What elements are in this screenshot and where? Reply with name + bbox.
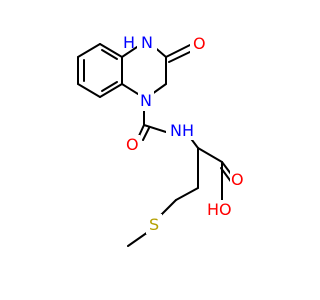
- atom-label: S: [149, 215, 159, 234]
- bond-double-inner: [101, 49, 118, 60]
- atom-hydrogen: H: [182, 121, 194, 140]
- bond: [151, 83, 167, 95]
- atom-o-acid-carbonyl: O: [230, 170, 246, 190]
- atom-label: O: [193, 34, 206, 53]
- atom-o-ketone: O: [190, 34, 206, 54]
- bond-double: [142, 127, 150, 141]
- atom-oh-acid: HO: [206, 200, 238, 220]
- atom-label: N: [140, 91, 152, 110]
- bond: [77, 43, 101, 58]
- structure-canvas: N H O N N H O O HO S: [77, 32, 246, 247]
- atom-nh-amide: N H: [166, 120, 200, 140]
- bond: [99, 83, 123, 98]
- bond: [175, 187, 199, 201]
- bond-double-inner: [101, 81, 118, 92]
- atom-label: N: [170, 121, 182, 140]
- bond: [127, 231, 149, 247]
- bond: [77, 83, 101, 98]
- atom-o-amide: O: [124, 135, 140, 155]
- molecule-diagram: N H O N N H O O HO S: [77, 32, 246, 247]
- benzene-ring: [77, 43, 123, 98]
- atom-label: N: [141, 33, 153, 52]
- bond: [99, 43, 123, 58]
- methionine-backbone: [127, 147, 235, 247]
- lactam-ring: [121, 44, 193, 95]
- bond-double: [168, 50, 193, 63]
- atom-label: HO: [207, 200, 232, 219]
- atom-label: O: [126, 135, 139, 154]
- bond-double: [165, 44, 191, 58]
- bond: [143, 124, 167, 133]
- atom-hydrogen: H: [123, 33, 135, 52]
- atom-s-thioether: S: [146, 214, 162, 234]
- atom-label: O: [231, 170, 244, 189]
- atom-n-ring: N: [138, 91, 154, 111]
- bond: [121, 83, 139, 95]
- atom-nh-ring: N H: [123, 32, 157, 52]
- bond: [197, 147, 223, 163]
